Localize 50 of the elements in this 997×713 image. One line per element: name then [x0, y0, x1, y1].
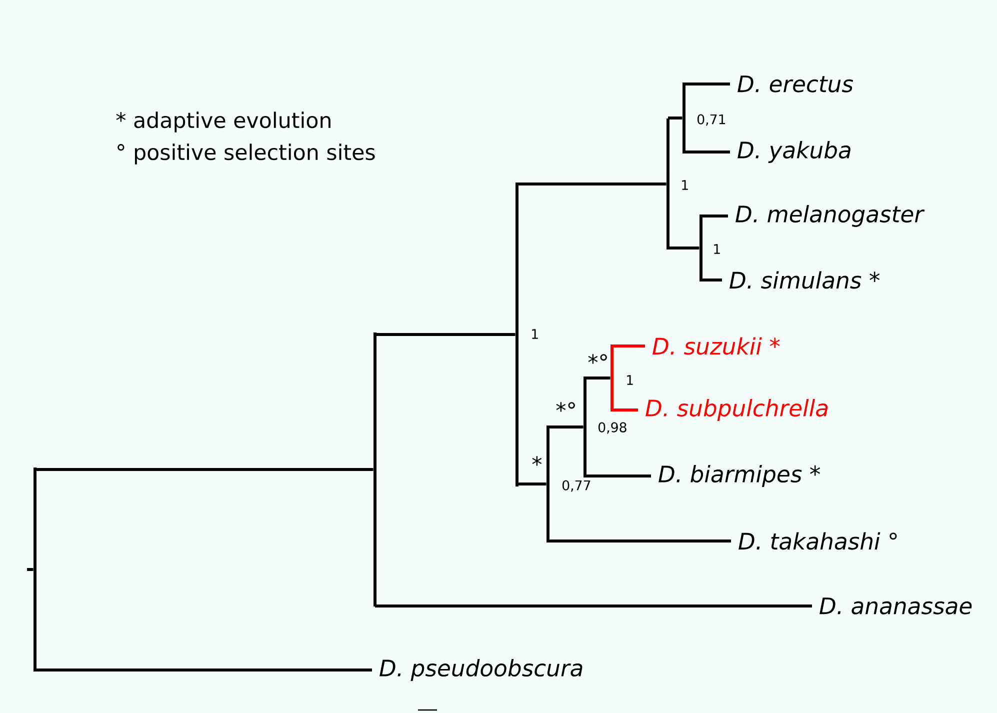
branch-line	[668, 116, 682, 120]
legend-note: ° positive selection sites	[118, 144, 375, 164]
clade-bar	[666, 118, 670, 250]
branch-line	[684, 150, 730, 154]
species-label: D. takahashi °	[738, 532, 897, 550]
species-label: D. pseudoobscura	[380, 659, 582, 681]
branch-line	[548, 540, 731, 542]
support-value: 1	[682, 180, 688, 190]
clade-bar	[584, 376, 586, 478]
branch-line	[612, 344, 645, 348]
support-value: 1	[532, 329, 538, 339]
clade-bar	[34, 468, 36, 672]
support-value: 0,71	[697, 114, 726, 126]
species-label: D. biarmipes *	[658, 465, 820, 487]
branch-line	[35, 668, 372, 672]
clade-bar	[682, 82, 686, 154]
branch-line	[517, 182, 666, 186]
branch-line	[701, 278, 722, 282]
clade-bar	[700, 214, 702, 282]
clade-bar	[374, 332, 376, 606]
branch-line	[35, 468, 374, 471]
support-value: 0,77	[562, 480, 590, 492]
clade-bar	[610, 344, 614, 412]
branch-line	[27, 568, 34, 571]
branch-line	[375, 333, 516, 336]
species-label: D. ananassae	[820, 598, 972, 614]
branch-line	[517, 482, 546, 486]
species-label: D. yakuba	[738, 141, 850, 163]
clade-bar	[546, 426, 550, 542]
selection-mark: *°	[556, 402, 575, 412]
species-label: D. melanogaster	[736, 205, 925, 227]
branch-line	[668, 246, 700, 250]
branch-line	[684, 82, 730, 86]
species-label: D. erectus	[738, 76, 854, 92]
species-label: D. suzukii *	[652, 337, 780, 355]
branch-line	[375, 604, 812, 608]
branch-line	[585, 474, 651, 478]
support-value: 1	[714, 244, 720, 254]
branch-line	[585, 376, 610, 380]
selection-mark: *°	[588, 354, 607, 364]
support-value: 1	[627, 375, 633, 385]
legend-note: * adaptive evolution	[116, 112, 330, 132]
species-label: D. subpulchrella	[646, 399, 828, 421]
species-label: D. simulans *	[730, 271, 880, 289]
clade-bar	[516, 182, 518, 486]
branch-line	[701, 214, 728, 218]
support-value: 0,98	[598, 422, 626, 434]
branch-line	[548, 426, 584, 428]
selection-mark: *	[532, 456, 542, 466]
branch-line	[612, 408, 638, 412]
